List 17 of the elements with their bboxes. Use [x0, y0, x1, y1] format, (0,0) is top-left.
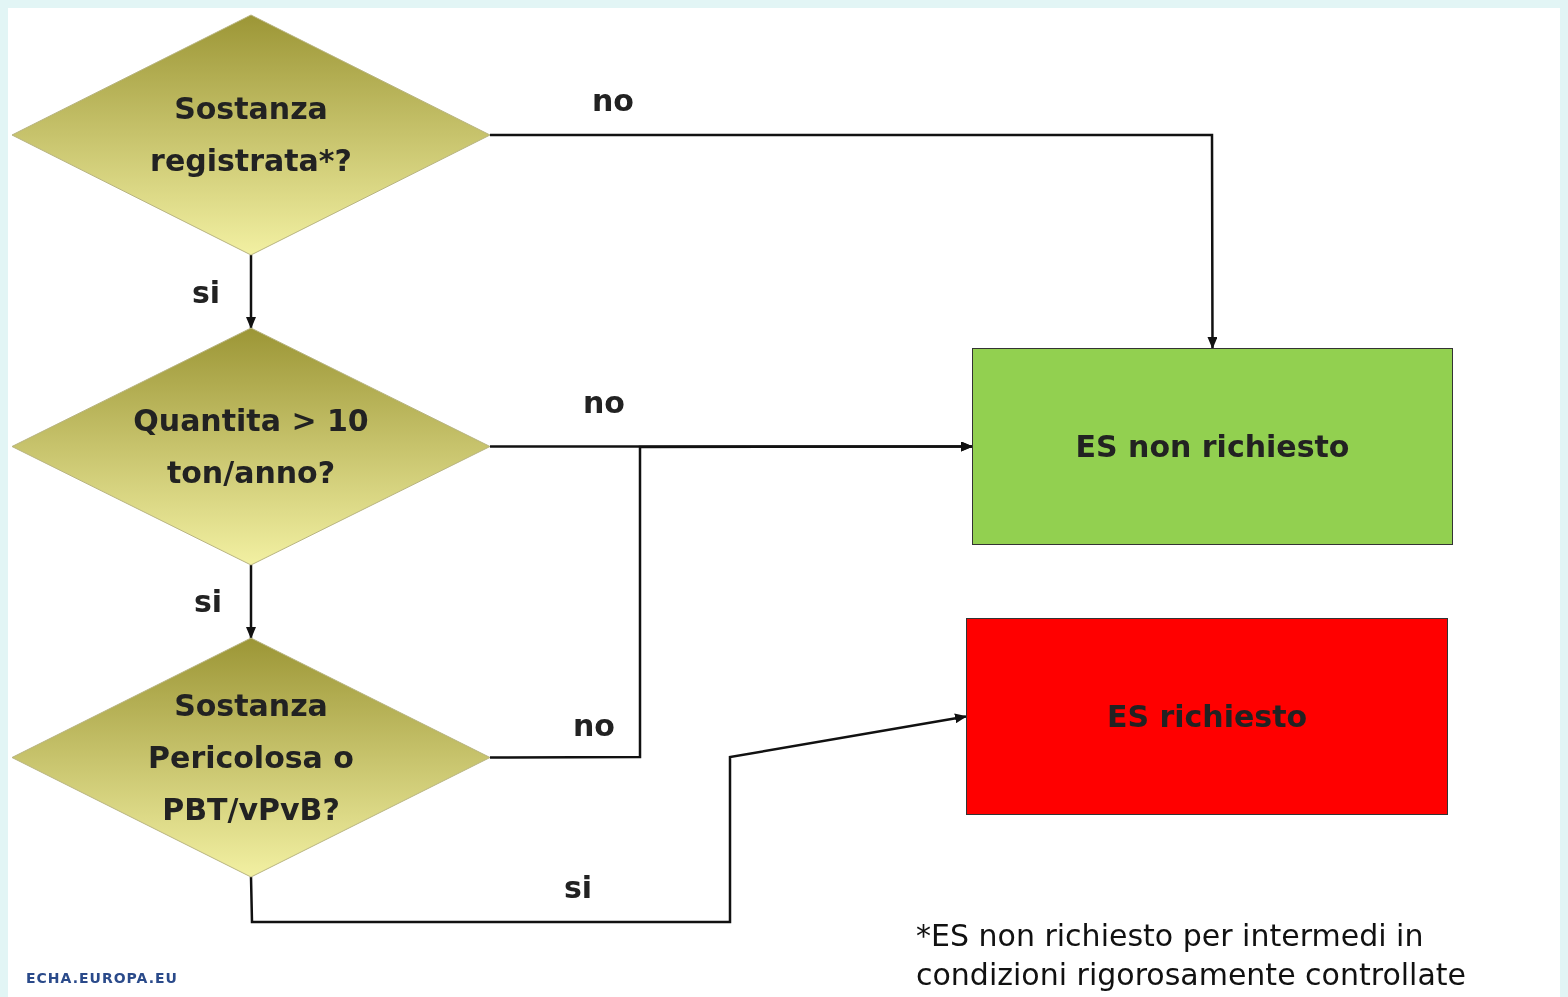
arrow: [246, 255, 256, 329]
arrow: [490, 441, 973, 759]
node-text: Sostanza registrata*?: [149, 90, 353, 180]
decision-diamond: [12, 15, 490, 255]
result-box: [966, 618, 1448, 815]
footnote: *ES non richiesto per intermedi in condizioni rigorosamente controllate: [916, 917, 1468, 994]
source-url: ECHA.EUROPA.EU: [26, 970, 178, 986]
decision-diamond: [12, 638, 490, 877]
node-text: ES richiesto: [1106, 697, 1308, 736]
node-text: Sostanza Pericolosa o PBT/vPvB?: [147, 686, 355, 829]
node-text: ES non richiesto: [1075, 427, 1350, 466]
decision-diamond: [12, 328, 490, 565]
arrow: [249, 713, 967, 924]
arrow: [246, 565, 256, 639]
result-box: [972, 348, 1453, 545]
arrow: [490, 133, 1218, 349]
node-text: Quantita > 10 ton/anno?: [132, 401, 370, 492]
